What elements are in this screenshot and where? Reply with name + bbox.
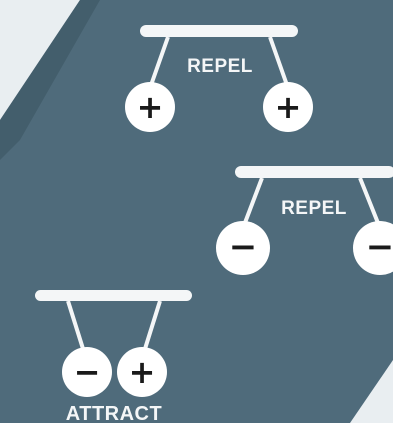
right-string [270,37,288,88]
left-string [150,37,168,88]
interaction-label: REPEL [187,56,253,77]
interaction-label: ATTRACT [66,403,162,423]
repel-positive-diagram: REPEL + + [125,25,313,132]
minus-sign-icon: − [366,227,393,267]
plus-sign-icon: + [129,353,156,391]
rod [35,290,192,301]
plus-sign-icon: + [275,88,302,126]
right-string [360,178,380,228]
repel-negative-diagram: REPEL − − [216,166,393,275]
light-panel-bottom-right [350,360,393,423]
left-string [243,178,262,228]
interaction-label: REPEL [281,198,347,219]
attract-diagram: − + ATTRACT [35,290,192,423]
rod [235,166,393,178]
plus-sign-icon: + [137,88,164,126]
minus-sign-icon: − [74,353,101,391]
left-string [68,301,84,352]
right-string [144,301,160,352]
minus-sign-icon: − [229,227,258,267]
rod [140,25,298,37]
